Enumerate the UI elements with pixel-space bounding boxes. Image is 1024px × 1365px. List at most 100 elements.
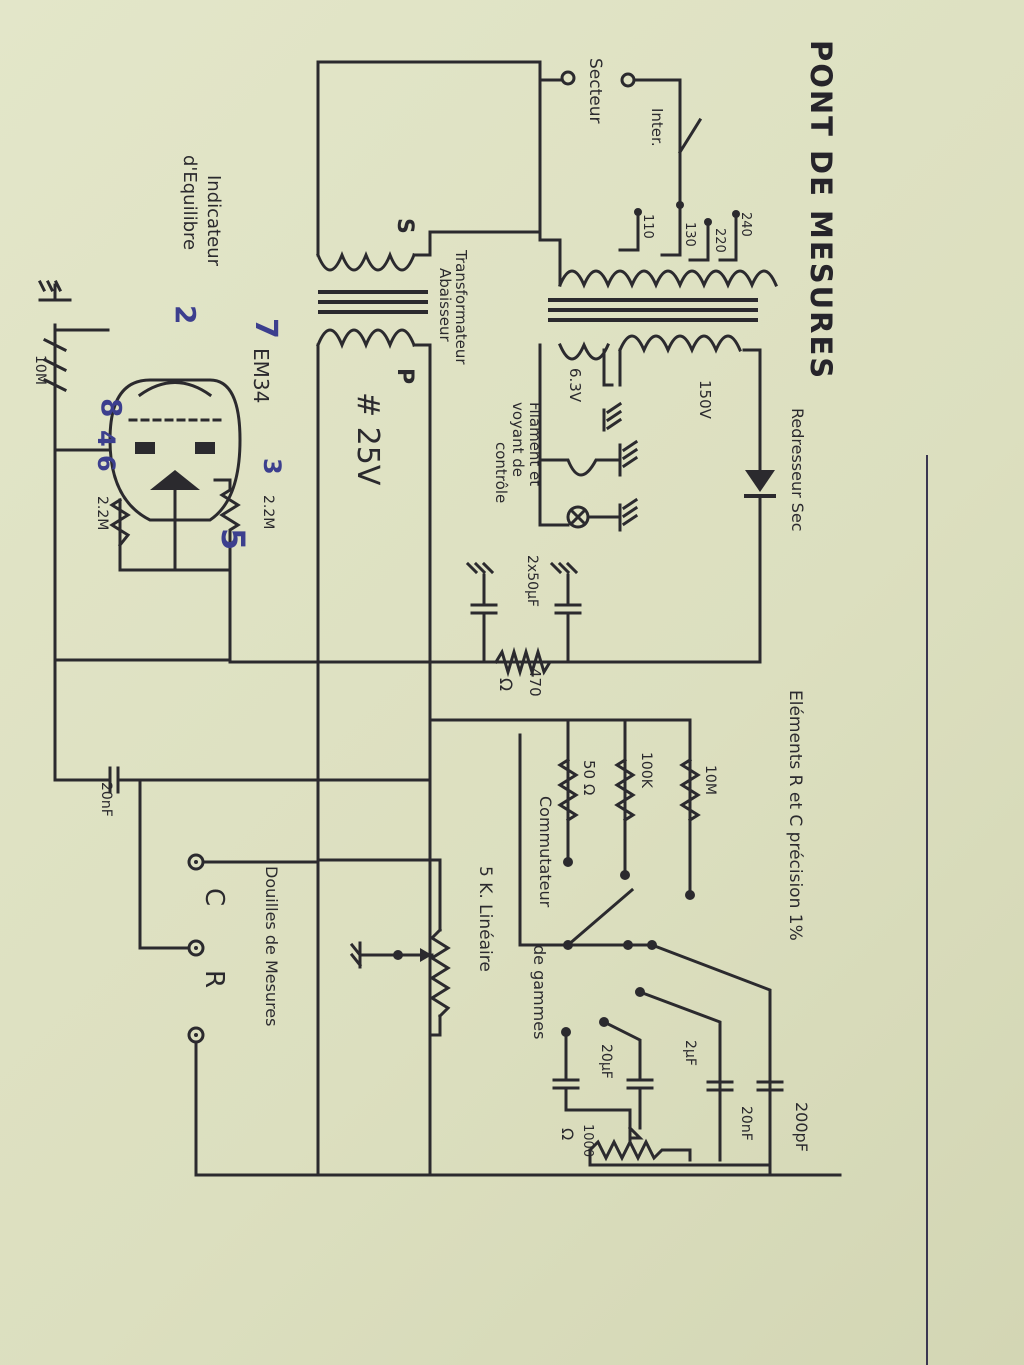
mains-input <box>316 60 740 262</box>
hand-5: 5 <box>214 528 252 550</box>
label-50-ohm: 50 Ω <box>580 760 598 795</box>
label-s: S <box>392 218 417 234</box>
precision-caps <box>552 1078 784 1167</box>
power-transformer <box>538 238 778 527</box>
label-25v: # 25V <box>350 392 385 486</box>
secteur-terminal-2 <box>620 72 636 88</box>
filter-network <box>465 561 582 678</box>
label-20nf-a: 20nF <box>738 1106 754 1141</box>
label-22m-b: 2.2M <box>94 496 110 530</box>
step-down-transformer <box>316 230 542 1177</box>
label-10m-a: 10M <box>702 765 718 795</box>
ground-icon-2 <box>618 497 639 532</box>
secondary-150v-icon <box>618 334 742 354</box>
labels: Secteur Inter. 240 220 130 110 S P Trans… <box>32 58 811 1157</box>
label-commutateur: Commutateur <box>536 796 555 908</box>
label-240: 240 <box>738 212 753 237</box>
label-110: 110 <box>640 214 655 239</box>
label-transformateur: Transformateur <box>452 249 470 365</box>
label-63v: 6.3V <box>566 368 584 403</box>
cap-2uf-icon <box>626 1078 654 1112</box>
switch-contact-10m <box>685 890 695 900</box>
resistor-470-icon <box>493 646 570 678</box>
rail-10m <box>428 718 692 892</box>
switch-arm-d <box>601 1019 642 1082</box>
label-5k-lineaire: 5 K. Linéaire <box>475 866 495 972</box>
label-filament-2: voyant de <box>509 402 527 477</box>
pot-bottom-lead <box>428 1014 442 1037</box>
inter-wire <box>632 78 682 154</box>
label-c-socket: C <box>199 888 229 906</box>
switch-arm-c <box>638 990 722 1102</box>
abaisseur-core-1 <box>318 290 428 294</box>
secteur-terminal-1 <box>560 70 576 86</box>
filter-cap-1-icon <box>554 588 582 664</box>
em34-cathode-icon <box>150 470 200 490</box>
return-bus <box>428 1163 772 1177</box>
hand-3: 3 <box>258 458 286 475</box>
pot-5k <box>316 858 451 1037</box>
secondary-63v-icon <box>558 341 610 361</box>
tap-130-wire <box>660 203 682 257</box>
hand-2: 2 <box>169 305 202 324</box>
p-winding-icon <box>316 328 416 350</box>
mains-wire-top <box>316 60 564 82</box>
filament-wire-left <box>538 343 570 527</box>
abaisseur-core-2 <box>318 300 428 304</box>
resistor-1000-icon <box>587 1138 692 1162</box>
ground-63v-wire <box>602 348 614 387</box>
hand-7: 7 <box>248 318 283 339</box>
s-winding-lead <box>412 230 542 257</box>
em34-anode-icon <box>137 381 213 398</box>
hand-4-6: 4 6 <box>92 430 120 472</box>
label-20nf-b: 20nF <box>98 782 114 817</box>
label-secteur: Secteur <box>585 58 605 124</box>
filament-circuit <box>538 401 639 532</box>
switch-contact-100k <box>620 870 630 880</box>
label-inter: Inter. <box>648 108 666 147</box>
range-switch <box>518 733 772 1102</box>
voyant-lamp-cross <box>568 507 588 527</box>
abaisseur-core-3 <box>318 310 428 314</box>
inter-switch-icon <box>677 117 703 155</box>
label-100k: 100K <box>638 752 654 789</box>
label-filament-3: contrôle <box>492 442 510 503</box>
label-22m-a: 2.2M <box>260 495 276 529</box>
resistor-100k-icon <box>614 757 636 823</box>
label-indicateur: Indicateur <box>203 175 224 267</box>
primary-winding-icon <box>558 269 778 289</box>
switch-arm-b-icon <box>566 943 772 1102</box>
resistor-10m-icon <box>679 757 701 823</box>
hv-rail <box>428 496 762 664</box>
em34-lead-bottom <box>118 498 232 572</box>
label-abaisseur: Abaisseur <box>436 268 454 343</box>
pot-top-lead <box>428 858 442 932</box>
hv-wire <box>742 348 762 472</box>
tap-110-wire <box>618 210 640 252</box>
cap-20nf-icon <box>706 1080 734 1162</box>
label-130: 130 <box>682 222 697 247</box>
coupling-cap <box>53 738 142 794</box>
label-2x50uf: 2x50µF <box>524 555 540 607</box>
em34-target-right <box>195 442 215 454</box>
hand-8: 8 <box>95 398 128 417</box>
cap-20nf-coupling-icon <box>53 738 142 794</box>
switch-arm-a-icon <box>565 887 635 948</box>
resistor-22m-b-icon <box>109 497 131 548</box>
ground-icon-1 <box>618 439 639 477</box>
resistor-10m-grid-icon <box>42 323 232 662</box>
resistor-50-icon <box>557 757 579 823</box>
pot-1000-wiper-icon <box>627 1125 644 1140</box>
em34-envelope <box>108 378 242 522</box>
label-elements: Eléments R et C précision 1% <box>785 690 805 941</box>
header-rule <box>926 455 928 1365</box>
label-10m-b: 10M <box>32 355 48 385</box>
pot-5k-icon <box>429 927 451 1019</box>
resistor-22m-a-icon <box>219 478 241 572</box>
primary-left-lead <box>538 238 562 287</box>
label-de-gammes: de gammes <box>530 945 549 1039</box>
label-filament-1: Filament et <box>526 402 544 486</box>
label-2uf: 2µF <box>682 1040 698 1066</box>
pot-wiper-arrow-icon <box>420 948 432 962</box>
